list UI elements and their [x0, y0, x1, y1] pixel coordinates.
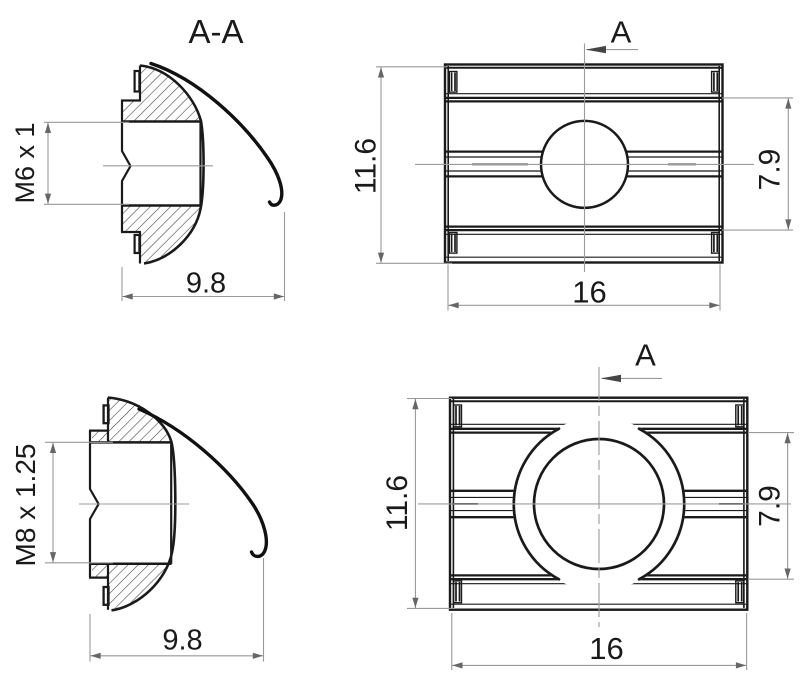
- m6-slot-dimension: 7.9: [722, 97, 793, 231]
- m8-height-dimension: 11.6: [381, 397, 456, 609]
- m6-section-view: A-A M6 x 1: [10, 13, 286, 301]
- m6-cut-arrow: [585, 45, 606, 54]
- m6-length-dimension: 16: [447, 264, 721, 311]
- m8-hatch-bottom: [92, 564, 171, 610]
- m8-thread-label: M8 x 1.25: [10, 444, 41, 567]
- m6-width-dimension: 9.8: [121, 212, 286, 301]
- m8-thread-dimension: M8 x 1.25: [10, 441, 113, 567]
- m6-corner-clips: [448, 70, 720, 254]
- m6-section-cut-marker: A: [585, 15, 638, 54]
- m6-height-dimension: 11.6: [349, 66, 452, 264]
- m6-spring-tab-bottom: [133, 233, 141, 255]
- m6-slot-label: 7.9: [754, 149, 787, 191]
- m8-width-label: 9.8: [162, 625, 202, 657]
- m8-spring-tab-bottom: [102, 585, 110, 606]
- m8-leaf-spring: [137, 407, 269, 559]
- m6-cut-letter: A: [611, 15, 632, 50]
- m8-slot-label: 7.9: [753, 485, 786, 527]
- m6-plan-view: A 11.6 7.9 16: [349, 15, 793, 311]
- m8-plan-view: A 11.6 7.9 16: [381, 338, 794, 670]
- m8-width-dimension: 9.8: [89, 558, 265, 662]
- m8-cut-arrow: [600, 374, 621, 383]
- m8-hatch-top: [92, 398, 171, 442]
- m6-spring-tab-top: [133, 69, 141, 93]
- m6-leaf-spring: [149, 61, 284, 207]
- m8-height-label: 11.6: [381, 475, 414, 531]
- m8-length-dimension: 16: [451, 613, 748, 670]
- m6-plan-body: [443, 63, 724, 264]
- m6-width-label: 9.8: [186, 268, 226, 300]
- m8-cut-letter: A: [635, 338, 656, 373]
- m6-hatch-top: [123, 66, 201, 121]
- m6-hatch-bottom: [123, 206, 201, 263]
- m8-section-view: M8 x 1.25 9.8: [10, 396, 269, 662]
- m8-spring-tab-top: [102, 404, 110, 425]
- m6-thread-label: M6 x 1: [10, 122, 40, 203]
- m8-section-cut-marker: A: [600, 338, 662, 383]
- m6-length-label: 16: [572, 275, 606, 310]
- m8-corner-clips: [452, 404, 745, 604]
- m6-thread-dimension: M6 x 1: [10, 121, 129, 205]
- m8-slot-dimension: 7.9: [748, 432, 794, 580]
- m8-length-label: 16: [589, 631, 623, 666]
- m6-height-label: 11.6: [349, 138, 382, 194]
- section-title: A-A: [188, 13, 243, 50]
